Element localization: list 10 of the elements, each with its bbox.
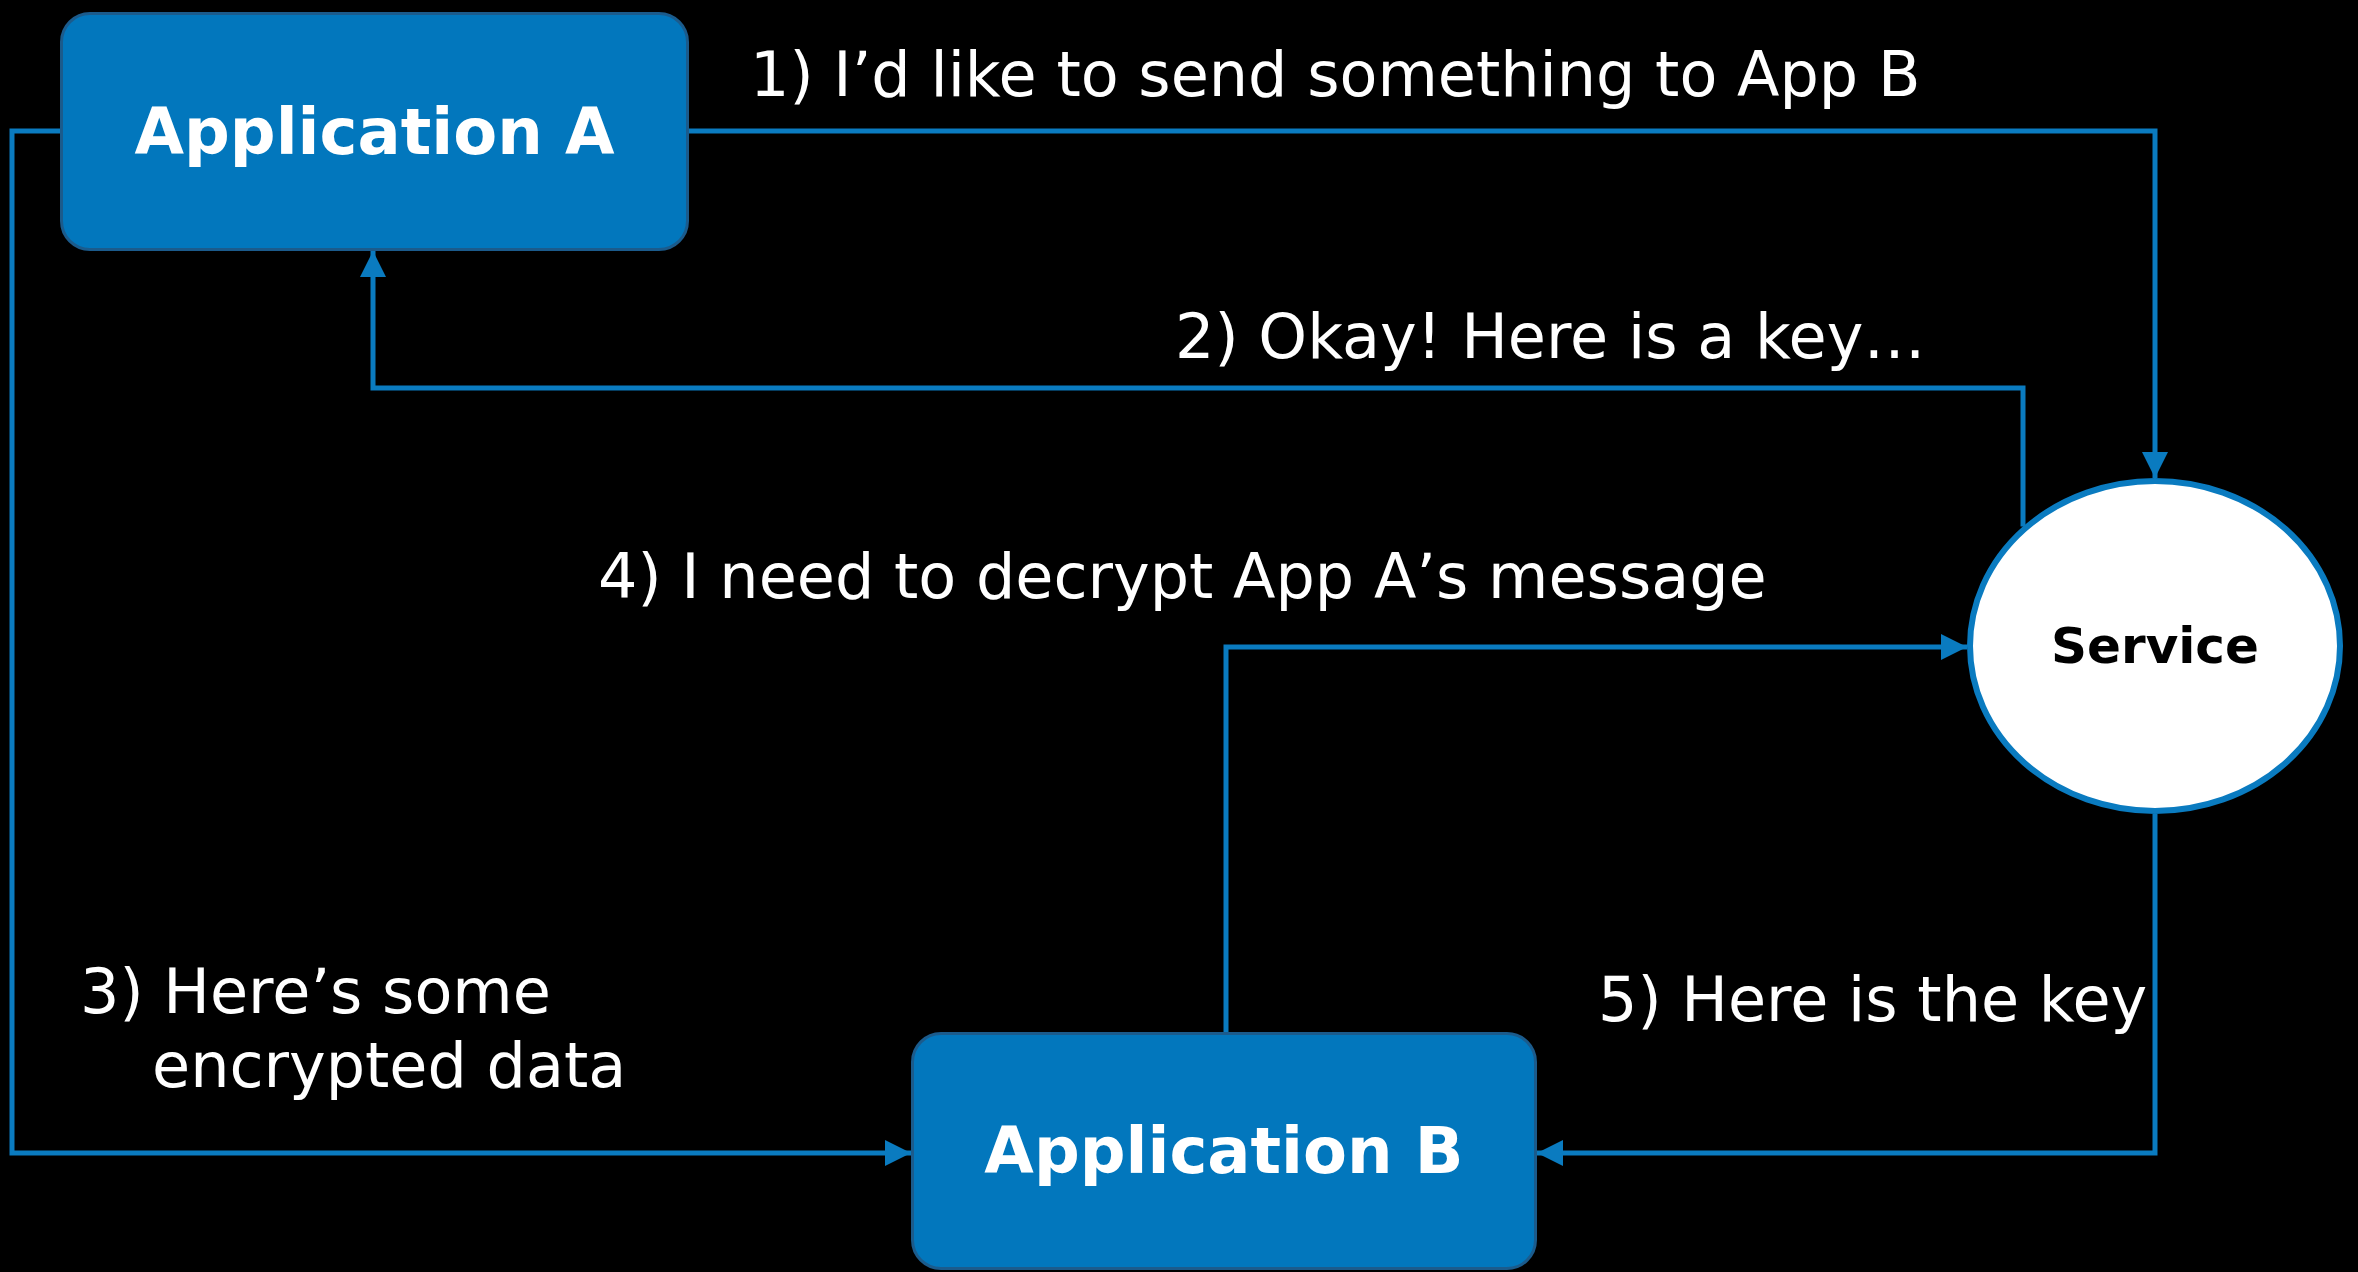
- arrow: [689, 128, 2168, 478]
- arrow: [1223, 634, 1967, 1032]
- arrow: [9, 128, 911, 1166]
- node-label: Service: [2051, 617, 2259, 675]
- process-box: [911, 1032, 1537, 1270]
- arrow: [360, 251, 2026, 527]
- node-label: Application B: [984, 1114, 1464, 1188]
- arrow: [1537, 814, 2158, 1166]
- node-label: Application A: [134, 94, 615, 169]
- process-box: [60, 12, 689, 251]
